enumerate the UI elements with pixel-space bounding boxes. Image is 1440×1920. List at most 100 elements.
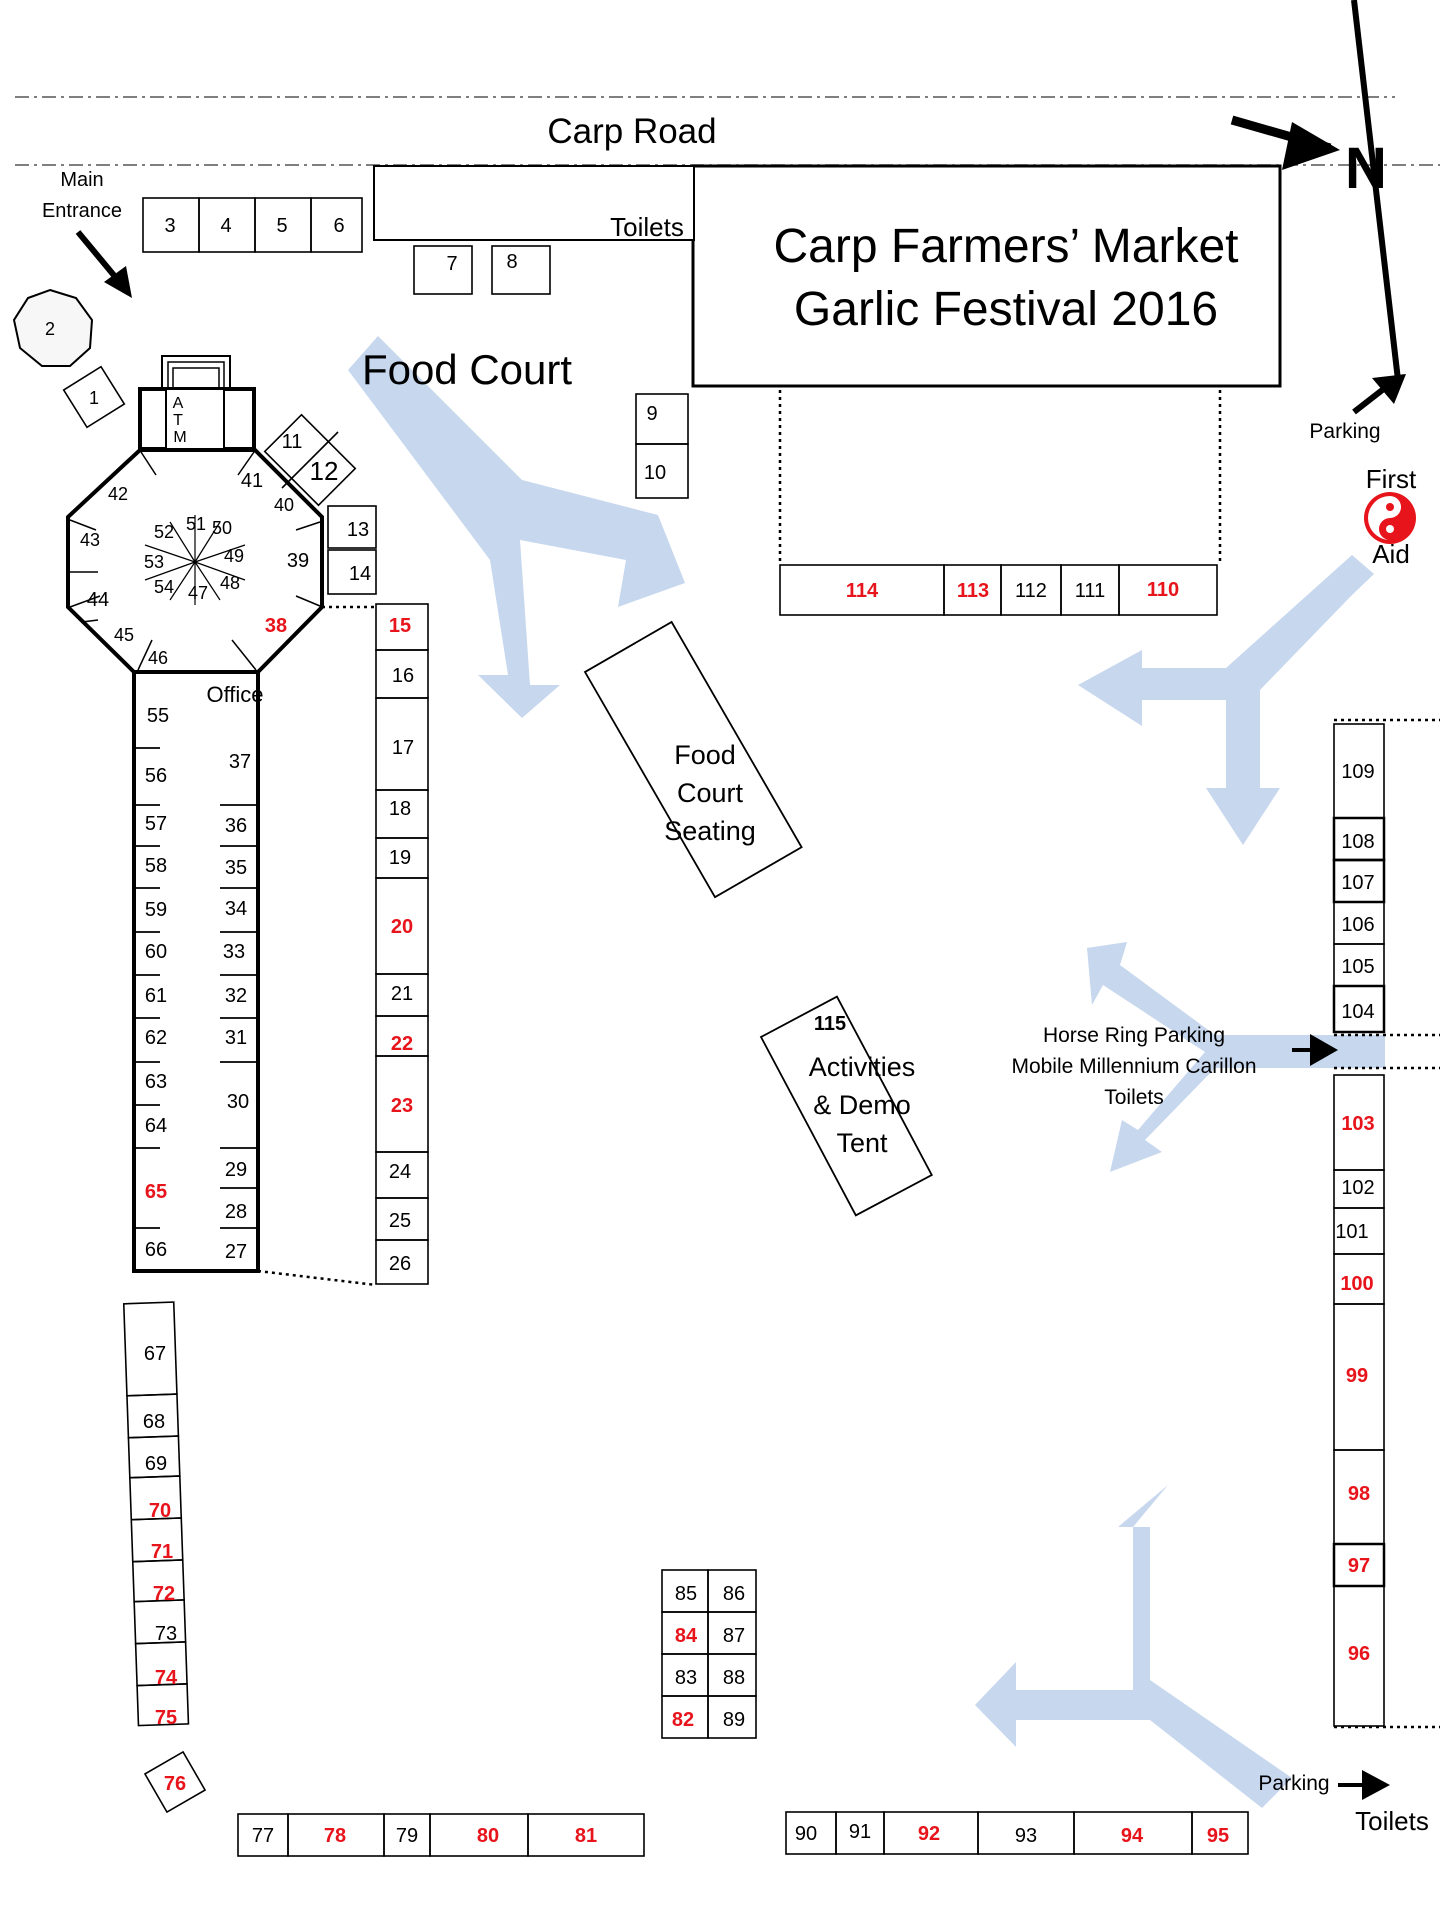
booth-40-label[interactable]: 40 xyxy=(274,495,294,515)
booth-91-label[interactable]: 91 xyxy=(849,1821,871,1843)
booth-111-label[interactable]: 111 xyxy=(1075,580,1105,602)
booth-14-label[interactable]: 14 xyxy=(349,563,371,585)
booth-78-label[interactable]: 78 xyxy=(324,1825,346,1847)
booth-2-label[interactable]: 2 xyxy=(45,319,55,339)
booth-36-label[interactable]: 36 xyxy=(225,815,247,837)
booth-65-label[interactable]: 65 xyxy=(145,1181,167,1203)
booth-62-label[interactable]: 62 xyxy=(145,1027,167,1049)
booth-49-label[interactable]: 49 xyxy=(224,546,244,566)
booth-60-label[interactable]: 60 xyxy=(145,941,167,963)
booth-44-label[interactable]: 44 xyxy=(87,589,109,611)
booth-13-label[interactable]: 13 xyxy=(347,519,369,541)
booth-114-label[interactable]: 114 xyxy=(846,580,879,602)
booth-12-label[interactable]: 12 xyxy=(310,456,339,486)
booth-106-label[interactable]: 106 xyxy=(1341,914,1374,936)
booth-68-label[interactable]: 68 xyxy=(143,1411,165,1433)
booth-83-label[interactable]: 83 xyxy=(675,1667,697,1689)
booth-19-label[interactable]: 19 xyxy=(389,847,411,869)
booth-72-label[interactable]: 72 xyxy=(153,1583,175,1605)
booth-87-label[interactable]: 87 xyxy=(723,1625,745,1647)
booth-3-label[interactable]: 3 xyxy=(164,215,175,237)
booth-35-label[interactable]: 35 xyxy=(225,857,247,879)
booth-20-label[interactable]: 20 xyxy=(391,916,413,938)
booth-54-label[interactable]: 54 xyxy=(154,577,174,597)
booth-37-label[interactable]: 37 xyxy=(229,751,251,773)
booth-82-label[interactable]: 82 xyxy=(672,1709,694,1731)
booth-16-label[interactable]: 16 xyxy=(392,665,414,687)
booth-99-label[interactable]: 99 xyxy=(1346,1365,1368,1387)
booth-6-label[interactable]: 6 xyxy=(333,215,344,237)
booth-31-label[interactable]: 31 xyxy=(225,1027,247,1049)
booth-27-label[interactable]: 27 xyxy=(225,1241,247,1263)
booth-112-label[interactable]: 112 xyxy=(1015,580,1047,602)
booth-77-label[interactable]: 77 xyxy=(252,1825,274,1847)
booth-55-label[interactable]: 55 xyxy=(147,705,169,727)
booth-51-label[interactable]: 51 xyxy=(186,514,206,534)
booth-53-label[interactable]: 53 xyxy=(144,552,164,572)
booth-33-label[interactable]: 33 xyxy=(223,941,245,963)
booth-79-label[interactable]: 79 xyxy=(396,1825,418,1847)
booth-66-label[interactable]: 66 xyxy=(145,1239,167,1261)
booth-103-label[interactable]: 103 xyxy=(1341,1113,1374,1135)
booth-32-label[interactable]: 32 xyxy=(225,985,247,1007)
booth-63-label[interactable]: 63 xyxy=(145,1071,167,1093)
booth-80-label[interactable]: 80 xyxy=(477,1825,499,1847)
booth-110-label[interactable]: 110 xyxy=(1147,579,1179,601)
booth-100-label[interactable]: 100 xyxy=(1340,1273,1373,1295)
booth-81-label[interactable]: 81 xyxy=(575,1825,597,1847)
booth-8-label[interactable]: 8 xyxy=(506,251,517,273)
booth-15-label[interactable]: 15 xyxy=(389,615,411,637)
booth-24-label[interactable]: 24 xyxy=(389,1161,411,1183)
booth-105-label[interactable]: 105 xyxy=(1341,956,1374,978)
booth-5-label[interactable]: 5 xyxy=(276,215,287,237)
booth-113-label[interactable]: 113 xyxy=(957,580,989,602)
booth-22-label[interactable]: 22 xyxy=(391,1033,413,1055)
booth-11-label[interactable]: 11 xyxy=(282,431,303,453)
booth-4-label[interactable]: 4 xyxy=(220,215,231,237)
booth-38-label[interactable]: 38 xyxy=(265,615,287,637)
booth-67-label[interactable]: 67 xyxy=(144,1343,166,1365)
booth-17-label[interactable]: 17 xyxy=(392,737,414,759)
booth-76-label[interactable]: 76 xyxy=(164,1773,186,1795)
booth-92-label[interactable]: 92 xyxy=(918,1823,940,1845)
booth-10-label[interactable]: 10 xyxy=(644,462,666,484)
booth-98-label[interactable]: 98 xyxy=(1348,1483,1370,1505)
booth-85-label[interactable]: 85 xyxy=(675,1583,697,1605)
booth-86-label[interactable]: 86 xyxy=(723,1583,745,1605)
booth-101-label[interactable]: 101 xyxy=(1335,1221,1368,1243)
booth-50-label[interactable]: 50 xyxy=(212,518,232,538)
booth-26-label[interactable]: 26 xyxy=(389,1253,411,1275)
booth-41-label[interactable]: 41 xyxy=(241,470,263,492)
booth-45-label[interactable]: 45 xyxy=(114,625,134,645)
booth-59-label[interactable]: 59 xyxy=(145,899,167,921)
booth-39-label[interactable]: 39 xyxy=(287,550,309,572)
booth-29-label[interactable]: 29 xyxy=(225,1159,247,1181)
booth-7-label[interactable]: 7 xyxy=(446,253,457,275)
booth-1-label[interactable]: 1 xyxy=(89,388,99,408)
booth-52-label[interactable]: 52 xyxy=(154,522,174,542)
booth-34-label[interactable]: 34 xyxy=(225,898,247,920)
booth-18-label[interactable]: 18 xyxy=(389,798,411,820)
booth-109-label[interactable]: 109 xyxy=(1341,761,1374,783)
booth-47-label[interactable]: 47 xyxy=(188,583,208,603)
booth-69-label[interactable]: 69 xyxy=(145,1453,167,1475)
booth-28-label[interactable]: 28 xyxy=(225,1201,247,1223)
booth-74-label[interactable]: 74 xyxy=(155,1667,178,1689)
booth-71-label[interactable]: 71 xyxy=(151,1541,173,1563)
booth-9-label[interactable]: 9 xyxy=(646,403,657,425)
booth-48-label[interactable]: 48 xyxy=(220,573,240,593)
booth-75-label[interactable]: 75 xyxy=(155,1707,177,1729)
booth-58-label[interactable]: 58 xyxy=(145,855,167,877)
booth-21-label[interactable]: 21 xyxy=(391,983,413,1005)
booth-25-label[interactable]: 25 xyxy=(389,1210,411,1232)
booth-42-label[interactable]: 42 xyxy=(108,484,128,504)
booth-102-label[interactable]: 102 xyxy=(1341,1177,1374,1199)
booth-43-label[interactable]: 43 xyxy=(80,530,100,550)
booth-23-label[interactable]: 23 xyxy=(391,1095,413,1117)
booth-89-label[interactable]: 89 xyxy=(723,1709,745,1731)
booth-94-label[interactable]: 94 xyxy=(1121,1825,1144,1847)
booth-108-label[interactable]: 108 xyxy=(1341,831,1374,853)
booth-70-label[interactable]: 70 xyxy=(149,1500,171,1522)
booth-97-label[interactable]: 97 xyxy=(1348,1555,1370,1577)
booth-64-label[interactable]: 64 xyxy=(145,1115,167,1137)
